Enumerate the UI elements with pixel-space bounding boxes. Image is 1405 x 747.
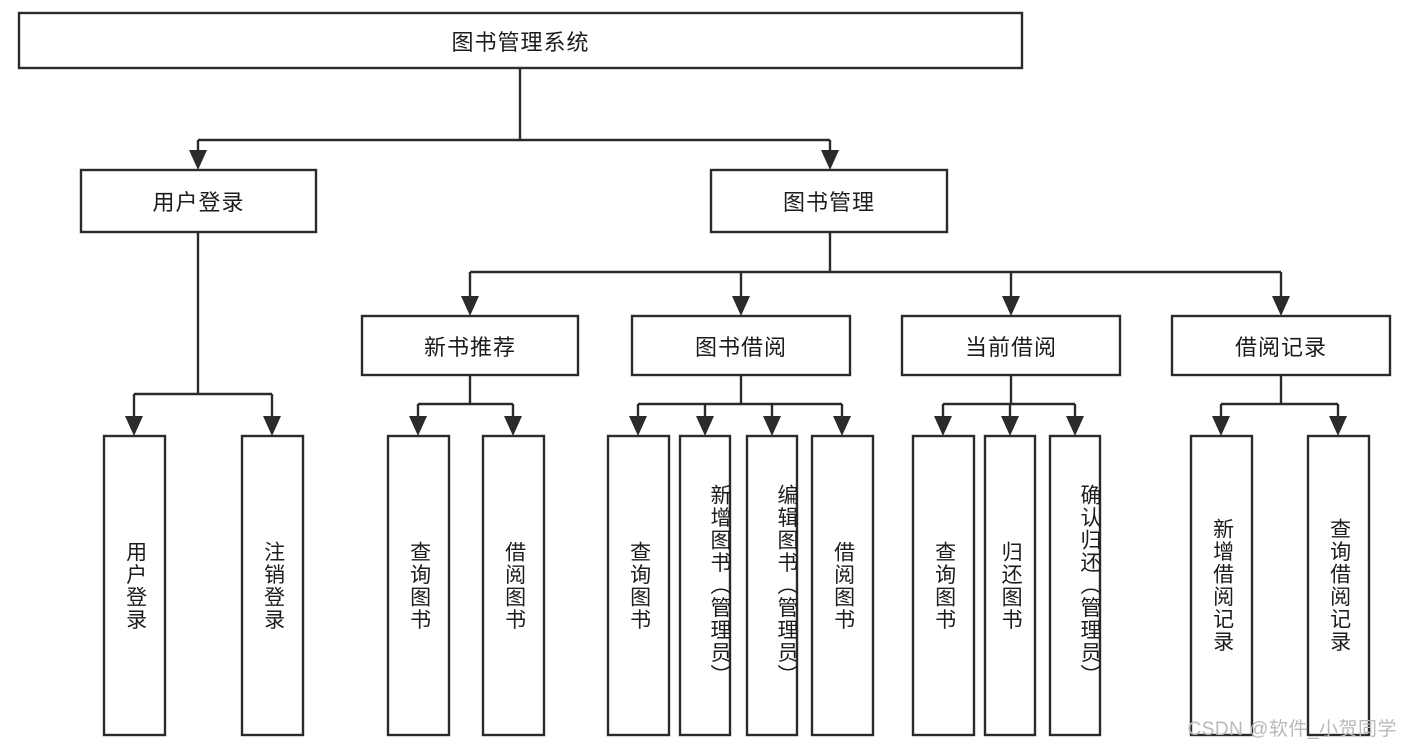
- node-leaf-borrow-book-2[interactable]: [810, 434, 875, 737]
- node-book-manage[interactable]: [709, 168, 949, 234]
- node-borrow-record[interactable]: [1170, 314, 1392, 377]
- connector-book-borrow-to-leaves: [629, 375, 851, 436]
- node-new-book-rec[interactable]: [360, 314, 580, 377]
- connector-user-login-to-leaves: [125, 232, 281, 436]
- csdn-watermark: CSDN @软件_小贺同学: [1187, 719, 1397, 740]
- node-leaf-query-book-3[interactable]: [911, 434, 976, 737]
- node-leaf-return-book[interactable]: [983, 434, 1037, 737]
- node-current-borrow[interactable]: [900, 314, 1122, 377]
- connector-new-book-rec-to-leaves: [409, 375, 522, 436]
- connector-borrow-record-to-leaves: [1212, 375, 1347, 436]
- node-book-borrow[interactable]: [630, 314, 852, 377]
- node-leaf-borrow-book-1[interactable]: [481, 434, 546, 737]
- node-leaf-logout[interactable]: [240, 434, 305, 737]
- connector-current-borrow-to-leaves: [934, 375, 1084, 436]
- node-leaf-query-book-2[interactable]: [606, 434, 671, 737]
- node-user-login[interactable]: [79, 168, 318, 234]
- node-leaf-user-login[interactable]: [102, 434, 167, 737]
- node-root-system[interactable]: [17, 11, 1024, 70]
- node-leaf-add-record[interactable]: [1189, 434, 1254, 737]
- node-leaf-query-record[interactable]: [1306, 434, 1371, 737]
- node-leaf-edit-book[interactable]: [745, 434, 799, 737]
- connector-root-to-level2: [189, 68, 839, 170]
- node-leaf-confirm-return[interactable]: [1048, 434, 1102, 737]
- node-leaf-query-book-1[interactable]: [386, 434, 451, 737]
- connector-book-manage-to-level3: [461, 232, 1290, 316]
- node-leaf-add-book[interactable]: [678, 434, 732, 737]
